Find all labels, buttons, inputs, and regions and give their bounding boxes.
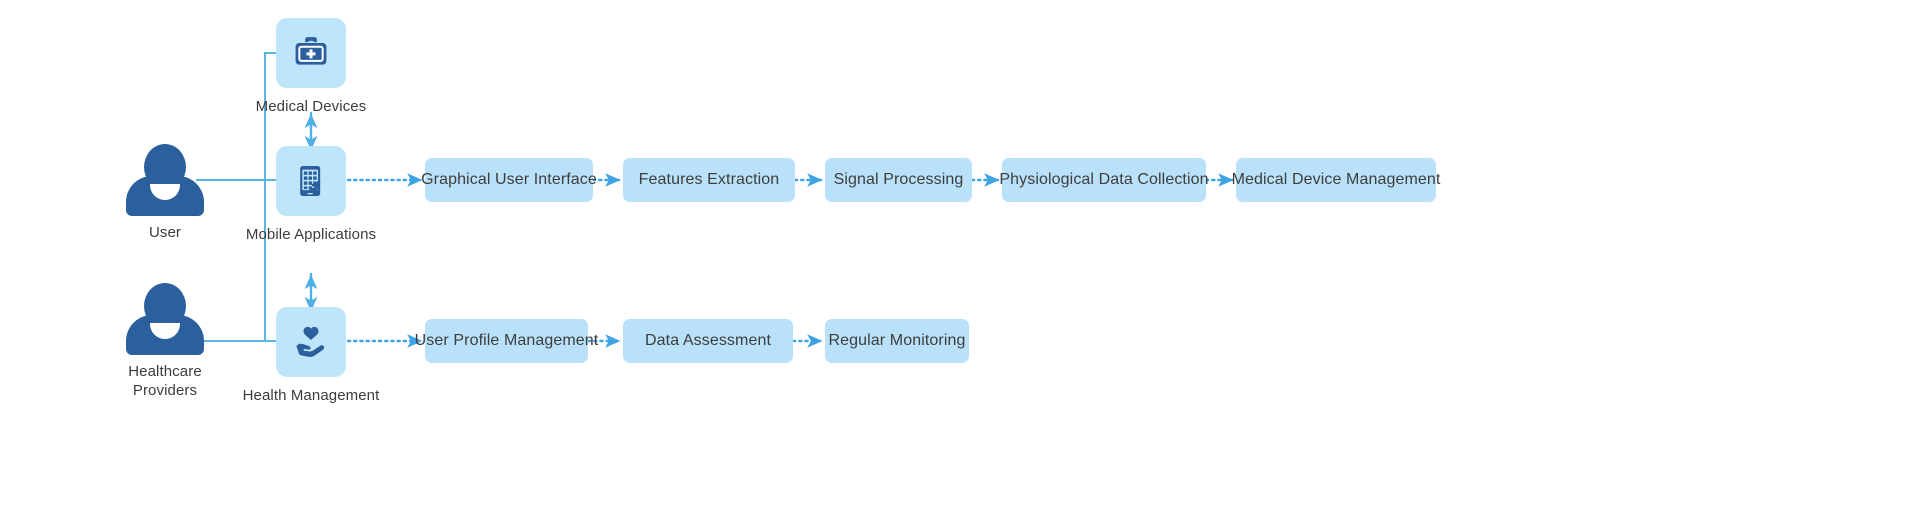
process-box-label: Data Assessment	[645, 332, 771, 349]
smartphone-hand-icon	[300, 166, 321, 196]
actor-healthcare-providers-label: Healthcare Providers	[128, 363, 202, 399]
first-aid-kit-icon	[295, 37, 327, 65]
process-box-signal-processing[interactable]: Signal Processing	[825, 158, 972, 202]
tile-medical-devices[interactable]: Medical Devices	[256, 18, 366, 116]
tile-mobile-applications[interactable]: Mobile Applications	[246, 146, 376, 244]
tile-health-management-box[interactable]	[276, 307, 346, 377]
tile-mobile-applications-box[interactable]	[276, 146, 346, 216]
actor-user[interactable]: User	[126, 144, 204, 242]
process-box-label: Signal Processing	[833, 171, 964, 188]
person-icon	[126, 283, 204, 355]
tile-medical-devices-box[interactable]	[276, 18, 346, 88]
process-box-label: Regular Monitoring	[828, 332, 966, 349]
process-box-data-assessment[interactable]: Data Assessment	[623, 319, 793, 363]
tile-health-management-label: Health Management	[242, 387, 380, 404]
person-icon	[126, 144, 204, 216]
process-box-physiological-data-collection[interactable]: Physiological Data Collection	[999, 158, 1209, 202]
process-box-user-profile-management[interactable]: User Profile Management	[415, 319, 598, 363]
tile-medical-devices-label: Medical Devices	[255, 98, 367, 115]
process-box-label: Features Extraction	[638, 171, 780, 188]
person-neck-cut	[150, 184, 180, 200]
process-box-regular-monitoring[interactable]: Regular Monitoring	[825, 319, 969, 363]
actor-healthcare-providers[interactable]: Healthcare Providers	[126, 283, 204, 400]
tile-mobile-applications-label: Mobile Applications	[245, 226, 377, 243]
heart-in-hand-icon	[296, 326, 325, 357]
process-box-features-extraction[interactable]: Features Extraction	[623, 158, 795, 202]
tile-health-management[interactable]: Health Management	[243, 307, 379, 405]
actor-user-label: User	[148, 224, 182, 241]
process-box-label: Graphical User Interface	[421, 171, 597, 188]
process-box-label: Medical Device Management	[1231, 171, 1441, 188]
process-box-medical-device-management[interactable]: Medical Device Management	[1232, 158, 1440, 202]
process-box-label: User Profile Management	[414, 332, 599, 349]
process-box-label: Physiological Data Collection	[999, 171, 1209, 188]
process-box-graphical-user-interface[interactable]: Graphical User Interface	[421, 158, 597, 202]
person-neck-cut	[150, 323, 180, 339]
